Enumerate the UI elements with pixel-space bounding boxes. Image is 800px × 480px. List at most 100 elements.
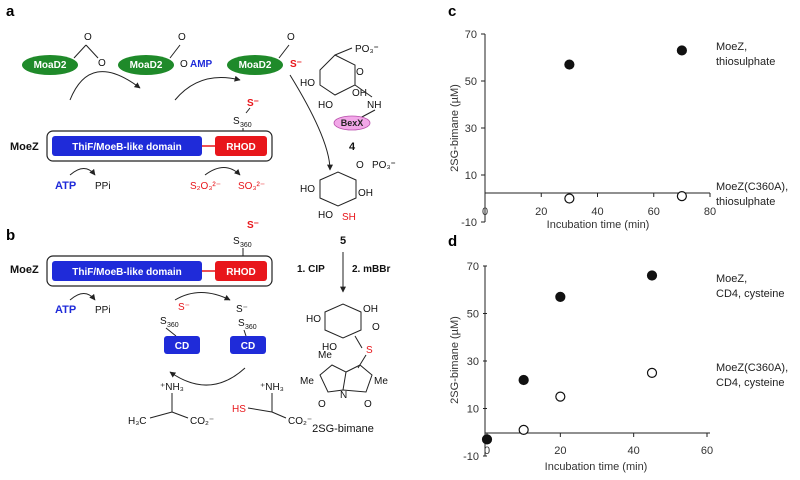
x-tick-label: 80 [704,206,716,218]
legend-c-2a: MoeZ(C360A), [716,181,788,193]
data-point-filled [676,45,687,56]
arrow-cd-exchange [174,292,231,301]
nh3-ala: ⁺NH₃ [160,382,184,393]
o-label-2sg: O [372,322,380,333]
bond [165,327,177,337]
amp-label: AMP [190,59,213,70]
x-tick-label: 0 [484,445,490,457]
co2-cys: CO₂⁻ [288,416,312,427]
data-point-filled [518,374,529,386]
arrow-atp [69,168,96,176]
legend-d-1b: CD4, cysteine [716,288,784,300]
y-tick-label: -10 [463,451,479,463]
moad2-oval-1 [22,55,78,75]
ring-2sg [324,303,362,339]
bond [278,44,290,59]
moad2-label-1: MoaD2 [34,60,67,71]
data-point-filled [481,434,493,445]
atom-o-4: O [356,67,364,78]
cd-box-2 [230,336,266,354]
scheme-b: S 360 S⁻ MoeZ ThiF/MoeB-like domain RHOD… [10,220,312,427]
s360-cd2-sub: 360 [245,324,257,331]
data-point-open [518,424,529,435]
atom-o: O [178,32,186,43]
scheme-derivatization: 1. CIP 2. mBBr HO HO OH O S N Me Me Me O… [297,252,390,435]
ho-label-5b: HO [318,210,333,221]
panel-letter-b: b [6,227,15,244]
rhod-domain-b [215,261,267,281]
bond [85,44,99,59]
bexx-label: BexX [341,118,364,128]
thif-domain-b [52,261,202,281]
y-axis-title-c: 2SG-bimane (µM) [449,84,461,172]
po3-label-5: PO₃⁼ [372,160,396,171]
step-cip: 1. CIP [297,264,325,275]
s360-sub-b: 360 [240,242,252,249]
arrow-cysteine-to-alanine [169,367,246,386]
legend-c-1b: thiosulphate [716,56,775,68]
bimane-ring-2 [342,364,373,393]
y-tick-label: 10 [465,170,477,182]
atp-label-b: ATP [55,304,76,316]
ho-label-4b: HO [318,100,333,111]
atom-o-5: O [356,160,364,171]
x-tick-label: 40 [628,445,640,457]
bond [247,407,273,413]
thif-domain-label-b: ThiF/MoeB-like domain [72,267,181,278]
s-label-2sg: S [366,345,373,356]
atom-n: N [340,390,347,401]
data-point-open [646,367,658,378]
atom-o: O [287,32,295,43]
x-tick-label: 20 [554,445,566,457]
x-tick-label: 20 [535,206,547,218]
so3-label: SO₃²⁻ [238,181,265,192]
data-point-filled [646,270,658,281]
legend-d-1a: MoeZ, [716,273,747,285]
product-label: 2SG-bimane [312,423,374,435]
data-point-open [564,193,575,204]
atp-label-a: ATP [55,180,76,192]
s360-sub-a: 360 [240,122,252,129]
arrow-atp-b [69,293,96,301]
bond [171,411,189,419]
bond [245,107,251,114]
s-minus-rhod-b: S⁻ [247,220,259,231]
x-axis-title-c: Incubation time (min) [547,219,650,231]
bond [354,84,373,98]
y-tick-label: 70 [465,29,477,41]
ppi-label-a: PPi [95,181,111,192]
y-tick-label: 50 [465,76,477,88]
moez-label-b: MoeZ [10,264,39,276]
ho-label-2sg-b: HO [322,342,337,353]
hs-cys: HS [232,404,246,415]
bond [243,329,247,337]
s-minus-rhod-a: S⁻ [247,98,259,109]
arrow-moad-activation [69,71,141,101]
scheme-a: MoaD2 O O MoaD2 O O AMP MoaD2 O S⁻ S 360… [10,32,396,247]
data-point-filled [555,291,566,302]
o-label-bimane-1: O [318,399,326,410]
ho-label-4: HO [300,78,315,89]
legend-d-2a: MoeZ(C360A), [716,362,788,374]
moez-label-a: MoeZ [10,141,39,153]
nh-label-4: NH [367,100,381,111]
h3c-ala: H₃C [128,416,147,427]
bond [354,335,363,349]
y-tick-label: 30 [465,123,477,135]
atom-o: O [98,58,106,69]
bexx-oval [333,115,371,131]
compound-4-number: 4 [349,141,356,153]
rhod-domain-a [215,136,267,156]
s-minus-label: S⁻ [290,59,302,70]
arrow-to-5 [289,74,333,171]
oh-label-4: OH [352,88,367,99]
s360-cd1-sub: 360 [167,322,179,329]
sh-label-5: SH [342,212,356,223]
ho-label-5: HO [300,184,315,195]
bond [359,109,376,119]
oh-label-5: OH [358,188,373,199]
compound-5-number: 5 [340,235,346,247]
y-tick-label: 70 [467,261,479,273]
s360-cd2: S [238,318,245,329]
